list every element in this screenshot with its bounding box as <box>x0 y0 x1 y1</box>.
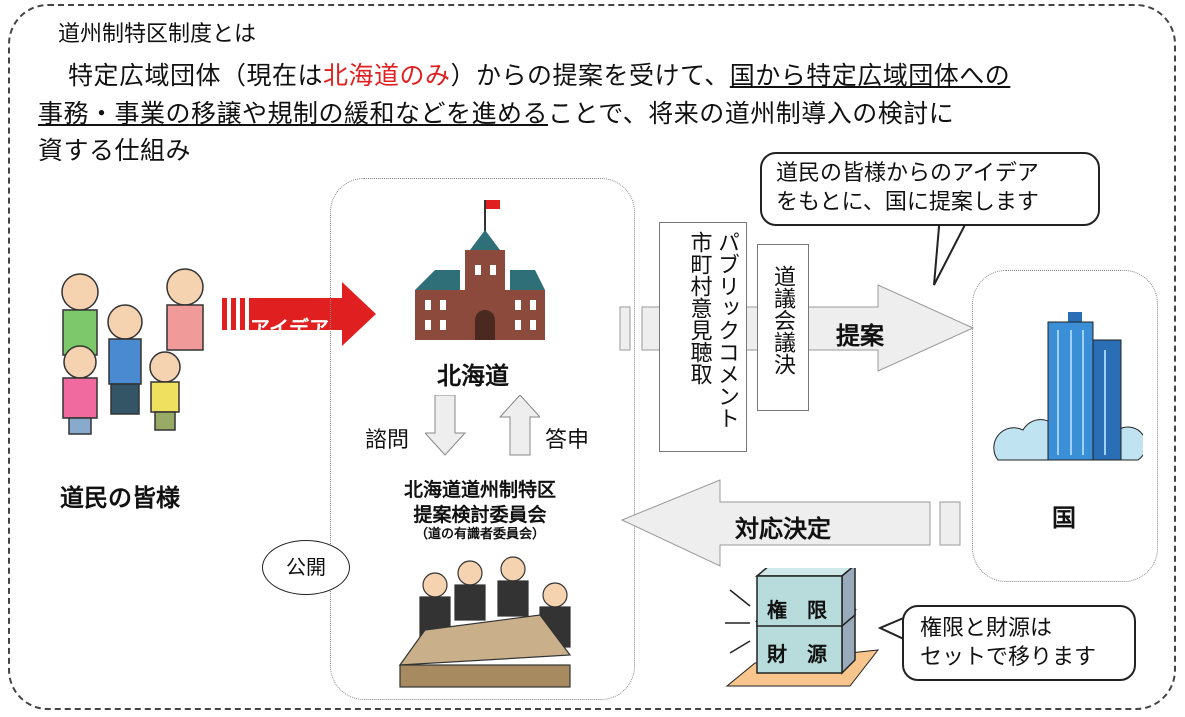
report-label: 答申 <box>545 428 590 453</box>
authority-block: 権 限 <box>767 598 827 622</box>
text: 特定広域団体（現在は <box>68 61 324 90</box>
set-bubble: 権限と財源は セットで移ります <box>902 605 1136 681</box>
hokkaido-box <box>330 178 635 700</box>
committee-note: （道の有識者委員会） <box>414 527 545 543</box>
text: 事務・事業の移譲や規制の緩和などを進める <box>38 99 549 128</box>
desc-line-2: 事務・事業の移譲や規制の緩和などを進めることで、将来の道州制導入の検討に <box>38 94 954 130</box>
public-comment-box: パブリックコメント市町村意見聴取 <box>659 222 747 452</box>
idea-arrow <box>222 282 376 346</box>
assembly-box: 道議会議決 <box>757 244 809 411</box>
committee-label: 北海道道州制特区 提案検討委員会 （道の有識者委員会） <box>380 478 580 544</box>
building-illustration <box>993 312 1143 461</box>
blocks-illustration <box>725 568 880 687</box>
decision-arrow <box>620 479 961 567</box>
country-label: 国 <box>1052 504 1076 532</box>
meeting-illustration <box>398 556 572 688</box>
hokkaido-label: 北海道 <box>437 362 509 390</box>
text: ）からの提案を受けて、 <box>450 61 730 90</box>
municipal-hearing-label: 市町村意見聴取 <box>686 231 712 385</box>
citizens-label: 道民の皆様 <box>60 484 180 512</box>
consult-label: 諮問 <box>365 428 410 453</box>
bubble-line: セットで移ります <box>920 644 1097 670</box>
idea-bubble: 道民の皆様からのアイデア をもとに、国に提案します <box>760 152 1100 226</box>
desc-line-1: 特定広域団体（現在は北海道のみ）からの提案を受けて、国から特定広域団体への <box>68 56 1010 92</box>
consult-report-arrows <box>425 395 540 456</box>
public-comment-label: パブリックコメント <box>714 231 739 429</box>
outer-frame <box>8 4 1176 710</box>
citizens-illustration <box>61 268 204 435</box>
decision-label: 対応決定 <box>735 515 831 543</box>
idea-label: アイデア <box>250 316 329 340</box>
text: 国から特定広域団体への <box>729 61 1011 90</box>
finance-block: 財 源 <box>767 642 827 666</box>
committee-line: 北海道道州制特区 <box>403 479 556 501</box>
bubble-line: をもとに、国に提案します <box>776 189 1039 215</box>
castle-illustration <box>415 200 545 340</box>
highlight: 北海道のみ <box>323 61 451 90</box>
bubble-line: 権限と財源は <box>920 616 1053 641</box>
bubble-line: 道民の皆様からのアイデア <box>776 161 1039 186</box>
bubble-tail <box>933 215 972 286</box>
public-ellipse: 公開 <box>262 540 350 595</box>
heading: 道州制特区制度とは <box>58 22 257 47</box>
text: ことで、将来の道州制導入の検討に <box>548 99 955 128</box>
committee-line: 提案検討委員会 <box>413 503 547 526</box>
desc-line-3: 資する仕組み <box>38 136 192 165</box>
country-box <box>972 270 1158 582</box>
proposal-label: 提案 <box>836 322 884 350</box>
